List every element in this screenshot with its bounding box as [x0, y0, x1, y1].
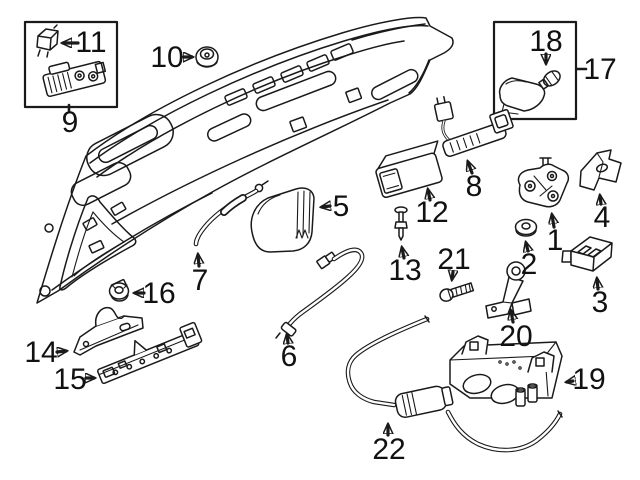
- latch-drawing-1: [517, 157, 570, 208]
- support-rail-drawing-15: [97, 321, 203, 385]
- callout-5-label: 5: [333, 190, 350, 223]
- liftgate-panel-drawing: [36, 16, 454, 304]
- lamp-housing-drawing-12: [375, 140, 443, 199]
- license-lamp-lens-drawing-17: [498, 77, 546, 115]
- control-module-drawing-19: [449, 335, 563, 407]
- callout-2[interactable]: 2: [521, 243, 538, 281]
- callout-13-label: 13: [388, 254, 421, 287]
- callout-4-label: 4: [594, 201, 611, 234]
- detail-box-9: [23, 20, 119, 109]
- callout-21[interactable]: 21: [437, 243, 471, 279]
- callout-17[interactable]: 17: [575, 53, 617, 86]
- callout-14-label: 14: [24, 336, 57, 369]
- callout-18[interactable]: 18: [529, 25, 563, 63]
- bulb-drawing-18: [538, 70, 561, 90]
- callout-10[interactable]: 10: [150, 41, 192, 74]
- callout-6[interactable]: 6: [281, 335, 298, 373]
- release-cable-drawing-7: [193, 180, 269, 247]
- callout-20-label: 20: [499, 320, 532, 353]
- callout-9[interactable]: 9: [62, 103, 79, 139]
- detail-box-17: [492, 20, 578, 121]
- nut-drawing-16: [108, 282, 130, 302]
- callout-8[interactable]: 8: [466, 162, 483, 203]
- callout-20-arrow: [511, 311, 513, 324]
- callout-2-label: 2: [521, 248, 538, 281]
- callout-15[interactable]: 15: [53, 363, 94, 396]
- callout-6-label: 6: [281, 340, 298, 373]
- callout-22-label: 22: [372, 433, 405, 466]
- callout-4[interactable]: 4: [594, 196, 611, 234]
- striker-wedge-drawing-3: [561, 236, 613, 272]
- callouts: 11 9 10 18 17 8 12 13: [24, 25, 616, 466]
- callout-13[interactable]: 13: [388, 248, 422, 287]
- callout-15-label: 15: [53, 363, 86, 396]
- corner-cover-drawing-5: [250, 187, 315, 253]
- callout-8-label: 8: [466, 170, 483, 203]
- callout-4-arrow: [600, 196, 601, 206]
- wiring-harness-drawing-22: [345, 315, 563, 453]
- callout-17-label: 17: [583, 53, 616, 86]
- callout-1[interactable]: 1: [547, 215, 564, 257]
- callout-3-label: 3: [592, 286, 609, 319]
- callout-9-label: 9: [62, 106, 79, 139]
- boxed-detail-9: [23, 20, 119, 109]
- camera-unit-drawing-9: [42, 60, 107, 98]
- callout-1-label: 1: [547, 224, 564, 257]
- callout-18-label: 18: [529, 25, 562, 58]
- callout-19-label: 19: [572, 363, 605, 396]
- callout-22[interactable]: 22: [372, 425, 406, 466]
- callout-11-label: 11: [75, 26, 106, 59]
- grommet-drawing-10: [195, 46, 219, 68]
- callout-16-label: 16: [142, 277, 175, 310]
- callout-5[interactable]: 5: [322, 190, 349, 223]
- callout-3[interactable]: 3: [592, 279, 609, 319]
- callout-2-arrow: [526, 243, 528, 251]
- callout-16[interactable]: 16: [135, 277, 176, 310]
- callout-13-arrow: [402, 248, 404, 260]
- hinge-bracket-drawing-14: [73, 306, 144, 356]
- callout-14[interactable]: 14: [24, 336, 66, 369]
- sensor-cube-drawing-11: [36, 24, 59, 58]
- callout-21-label: 21: [437, 243, 470, 276]
- nut-drawing-2: [514, 218, 538, 237]
- release-handle-drawing-8: [433, 95, 514, 157]
- callout-19[interactable]: 19: [567, 363, 606, 396]
- push-pin-drawing-13: [394, 206, 408, 241]
- callout-12-label: 12: [415, 196, 448, 229]
- boxed-detail-17: [492, 20, 578, 121]
- latch-cable-drawing-6: [275, 247, 365, 339]
- callout-7-arrow: [198, 255, 199, 268]
- callout-3-arrow: [597, 279, 598, 291]
- callout-11[interactable]: 11: [63, 26, 107, 59]
- callout-10-label: 10: [150, 41, 183, 74]
- callout-21-arrow: [452, 272, 453, 279]
- callout-14-arrow: [55, 351, 66, 352]
- callout-7-label: 7: [192, 264, 209, 297]
- callout-6-arrow: [287, 335, 288, 345]
- callout-12-arrow: [428, 190, 430, 202]
- callout-12[interactable]: 12: [415, 190, 449, 229]
- callout-19-arrow: [567, 381, 573, 382]
- callout-20[interactable]: 20: [499, 311, 533, 353]
- bracket-drawing-4: [579, 149, 622, 191]
- bolt-drawing-21: [439, 282, 475, 302]
- callout-7[interactable]: 7: [192, 255, 209, 297]
- callout-1-arrow: [552, 215, 554, 229]
- callout-5-arrow: [322, 206, 332, 207]
- callout-8-arrow: [468, 162, 472, 175]
